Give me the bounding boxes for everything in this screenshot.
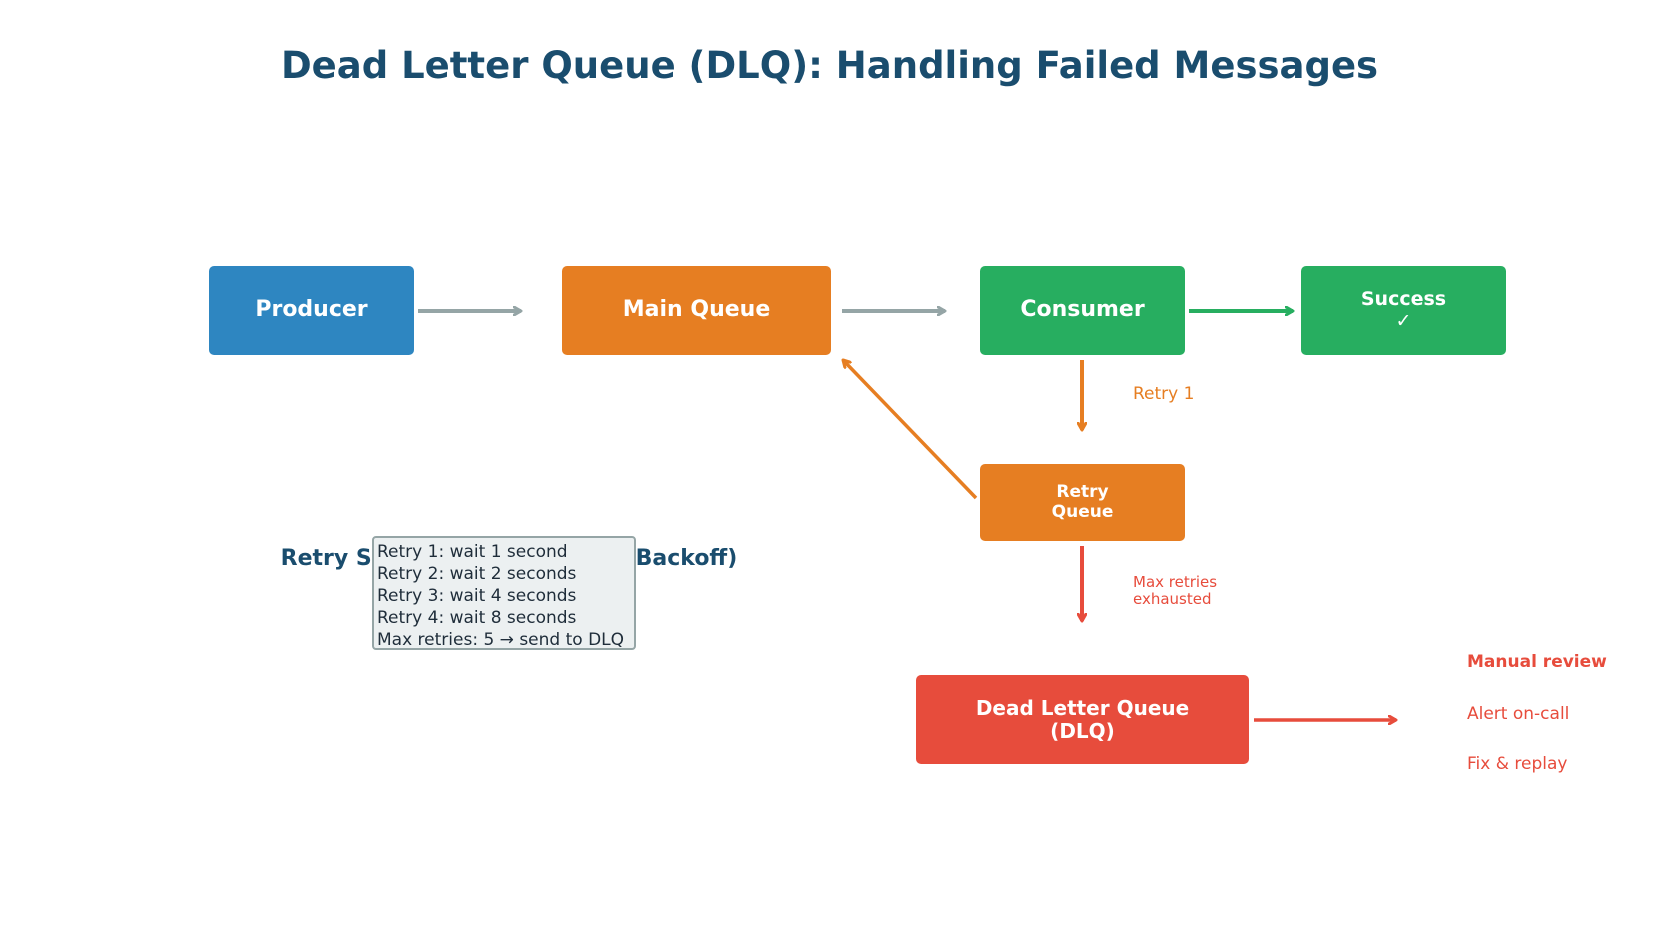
backoff-line: Max retries: 5 → send to DLQ bbox=[377, 630, 625, 650]
retry-1-label: Retry 1 bbox=[1133, 384, 1195, 404]
backoff-line: Retry 3: wait 4 seconds bbox=[377, 586, 577, 606]
success-node: Success ✓ bbox=[1301, 266, 1506, 355]
dlq-action-alert: Alert on-call bbox=[1467, 704, 1570, 724]
consumer-node: Consumer bbox=[980, 266, 1185, 355]
backoff-line: Retry 2: wait 2 seconds bbox=[377, 564, 577, 584]
backoff-notes: Retry 1: wait 1 second Retry 2: wait 2 s… bbox=[372, 536, 636, 650]
dlq-node: Dead Letter Queue (DLQ) bbox=[916, 675, 1249, 764]
producer-node: Producer bbox=[209, 266, 414, 355]
diagram-title: Dead Letter Queue (DLQ): Handling Failed… bbox=[280, 44, 1379, 87]
backoff-line: Retry 4: wait 8 seconds bbox=[377, 608, 577, 628]
dlq-action-manual-review: Manual review bbox=[1467, 652, 1607, 672]
dlq-action-fix-replay: Fix & replay bbox=[1467, 754, 1568, 774]
main-queue-node: Main Queue bbox=[562, 266, 831, 355]
backoff-line: Retry 1: wait 1 second bbox=[377, 542, 568, 562]
arrow-retry-queue-to-main-queue bbox=[843, 360, 978, 500]
max-retries-label: Max retries exhausted bbox=[1133, 573, 1218, 608]
retry-queue-node: Retry Queue bbox=[980, 464, 1185, 541]
